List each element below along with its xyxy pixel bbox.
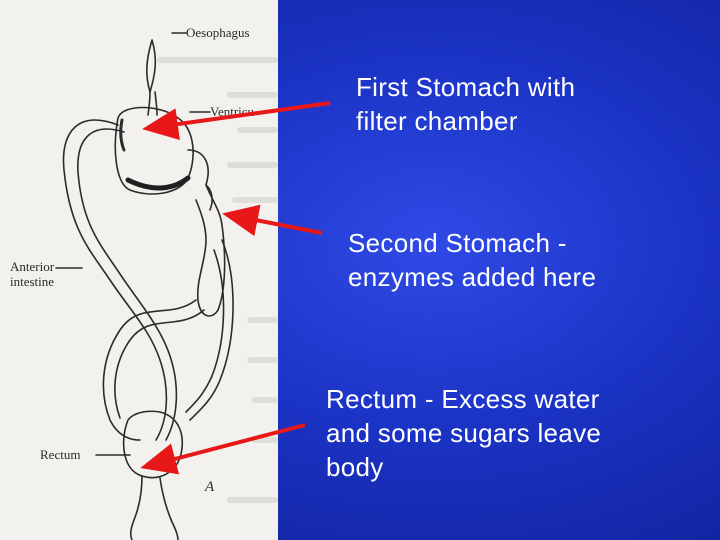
- callout-second-stomach: Second Stomach - enzymes added here: [348, 226, 596, 294]
- rectum-outline: [122, 410, 184, 479]
- callout-rectum-line1: Rectum - Excess water: [326, 384, 600, 414]
- label-oesophagus: Oesophagus: [186, 25, 250, 40]
- callout-second-stomach-line1: Second Stomach -: [348, 228, 567, 258]
- digestive-tract-drawing: [55, 32, 278, 540]
- callout-first-stomach-line1: First Stomach with: [356, 72, 576, 102]
- intestine-loop-inner: [77, 128, 178, 441]
- callout-first-stomach: First Stomach with filter chamber: [356, 70, 575, 138]
- callout-rectum: Rectum - Excess water and some sugars le…: [326, 382, 601, 484]
- arrow-second-stomach: [222, 204, 323, 237]
- callout-second-stomach-line2: enzymes added here: [348, 262, 597, 292]
- arrow-rectum: [140, 423, 306, 475]
- label-intestine: intestine: [10, 274, 55, 289]
- callout-rectum-line3: body: [326, 452, 384, 482]
- callout-first-stomach-line2: filter chamber: [356, 106, 518, 136]
- faint-page-text: [157, 57, 278, 503]
- callout-rectum-line2: and some sugars leave: [326, 418, 602, 448]
- scanned-diagram: Oesophagus Ventricu Anterior intestine R…: [0, 0, 278, 540]
- label-anterior: Anterior: [10, 259, 55, 274]
- label-figure-letter: A: [205, 479, 215, 495]
- intestine-loop-outer: [62, 119, 168, 441]
- label-rectum: Rectum: [40, 447, 81, 462]
- arrow-first-stomach: [142, 101, 331, 140]
